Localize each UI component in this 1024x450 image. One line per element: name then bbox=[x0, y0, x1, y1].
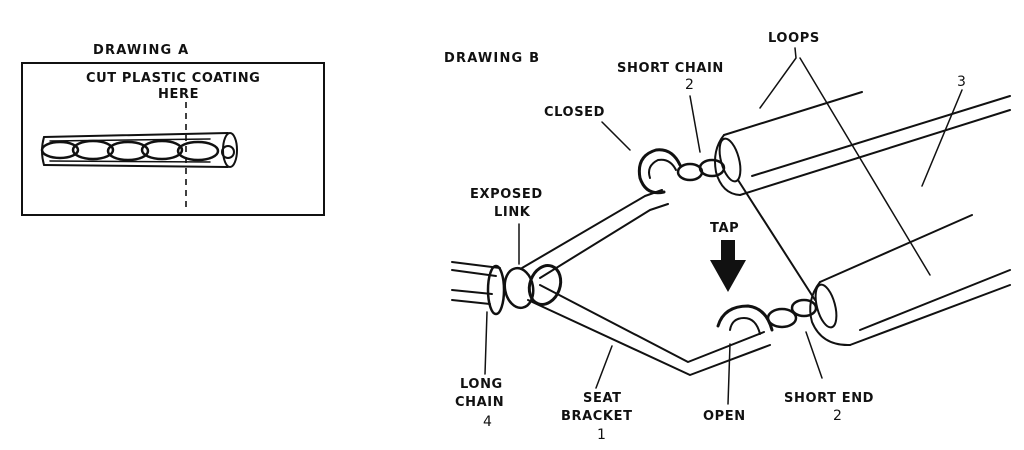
drawing-a-frame bbox=[21, 62, 325, 216]
closed-label: CLOSED bbox=[544, 105, 605, 120]
short-chain-number: 2 bbox=[685, 77, 694, 93]
coated-chain-icon bbox=[40, 132, 238, 168]
closed-hook-icon bbox=[637, 148, 726, 195]
seat-fabric-edge bbox=[737, 179, 816, 301]
exposed-link-label: EXPOSED bbox=[470, 187, 543, 202]
exposed-link-label-2: LINK bbox=[494, 205, 531, 220]
long-chain-number: 4 bbox=[483, 414, 492, 430]
leader-lines bbox=[484, 47, 963, 405]
long-chain-label: LONG bbox=[460, 377, 503, 392]
long-chain-label-2: CHAIN bbox=[455, 395, 504, 410]
tap-arrow-icon bbox=[710, 240, 746, 292]
drawing-b: DRAWING B bbox=[444, 31, 1011, 443]
open-label: OPEN bbox=[703, 409, 746, 424]
seat-bracket-number: 1 bbox=[597, 427, 606, 443]
seat-bracket-label-2: BRACKET bbox=[561, 409, 633, 424]
seat-rail-upper bbox=[714, 91, 1011, 196]
open-hook-icon bbox=[716, 298, 818, 335]
short-chain-label: SHORT CHAIN bbox=[617, 61, 724, 76]
drawing-b-title: DRAWING B bbox=[444, 51, 540, 66]
seat-bracket bbox=[521, 189, 771, 376]
short-end-label: SHORT END bbox=[784, 391, 874, 406]
cut-coating-label: CUT PLASTIC COATING bbox=[86, 71, 260, 86]
drawing-a: DRAWING A CUT PLASTIC COATING HERE bbox=[21, 43, 325, 216]
cut-coating-label-here: HERE bbox=[158, 87, 199, 102]
part-number-3: 3 bbox=[957, 74, 966, 90]
tap-label: TAP bbox=[710, 221, 739, 236]
short-end-number: 2 bbox=[833, 408, 842, 424]
seat-bracket-label: SEAT bbox=[583, 391, 622, 406]
loops-label: LOOPS bbox=[768, 31, 820, 46]
long-chain-icon bbox=[451, 261, 563, 316]
seat-rail-lower bbox=[809, 214, 1011, 347]
drawing-a-title: DRAWING A bbox=[93, 43, 189, 58]
